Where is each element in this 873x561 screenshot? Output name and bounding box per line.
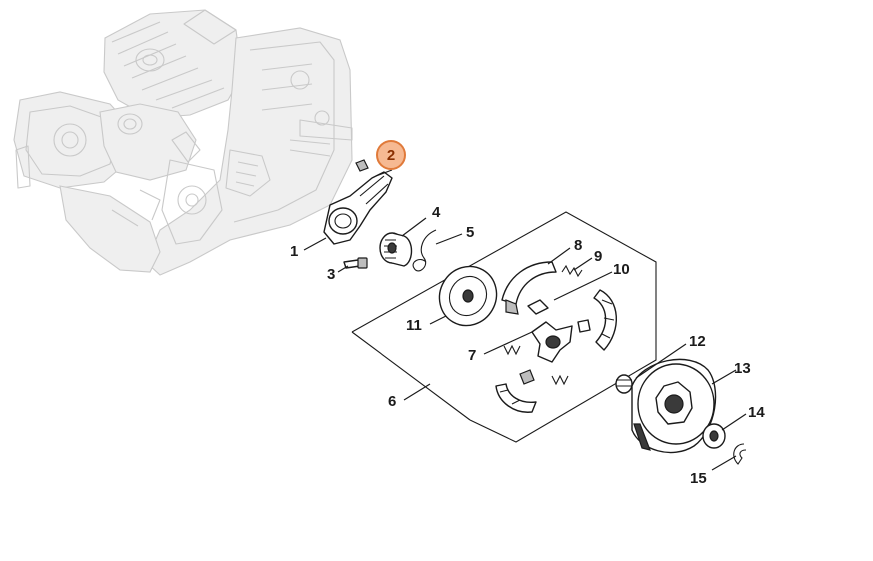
callout-2-highlight[interactable]: 2 [376,140,406,170]
callout-8[interactable]: 8 [574,237,582,254]
callout-15[interactable]: 15 [690,470,707,487]
callout-labels: 1 2 3 4 5 6 7 8 9 10 11 12 13 14 15 [290,140,765,487]
callout-1[interactable]: 1 [290,243,298,260]
part-clutch-disc[interactable] [429,256,507,336]
callout-3[interactable]: 3 [327,266,335,283]
part-e-clip[interactable] [733,443,747,465]
callout-9[interactable]: 9 [594,248,602,265]
callout-4[interactable]: 4 [432,204,441,221]
part-washer[interactable] [702,423,726,449]
part-clutch-shoe-bottom[interactable] [495,369,537,413]
highlight-ring [376,140,406,170]
callout-10[interactable]: 10 [613,261,630,278]
leader-lines [303,169,747,471]
callout-13[interactable]: 13 [734,360,751,377]
part-small-spring[interactable] [561,264,583,278]
part-worm-gear[interactable] [379,232,413,267]
callout-11[interactable]: 11 [406,317,422,334]
callout-7[interactable]: 7 [468,347,476,364]
part-clutch-drum[interactable] [631,358,717,454]
part-wire-clip[interactable] [412,229,437,272]
part-clutch-shoe-top[interactable] [501,261,557,315]
callout-5[interactable]: 5 [466,224,474,241]
engine-ghost-illustration [13,9,353,276]
callout-14[interactable]: 14 [748,404,765,421]
part-clutch-carrier[interactable] [503,321,573,386]
callout-6[interactable]: 6 [388,393,396,410]
part-clutch-shoe-right[interactable] [527,289,618,351]
callout-12[interactable]: 12 [689,333,706,350]
part-needle-bearing[interactable] [615,374,633,394]
clutch-assembly-frame [351,211,657,443]
part-oil-pump-bracket[interactable] [323,159,393,245]
callout-2[interactable]: 2 [387,147,395,164]
